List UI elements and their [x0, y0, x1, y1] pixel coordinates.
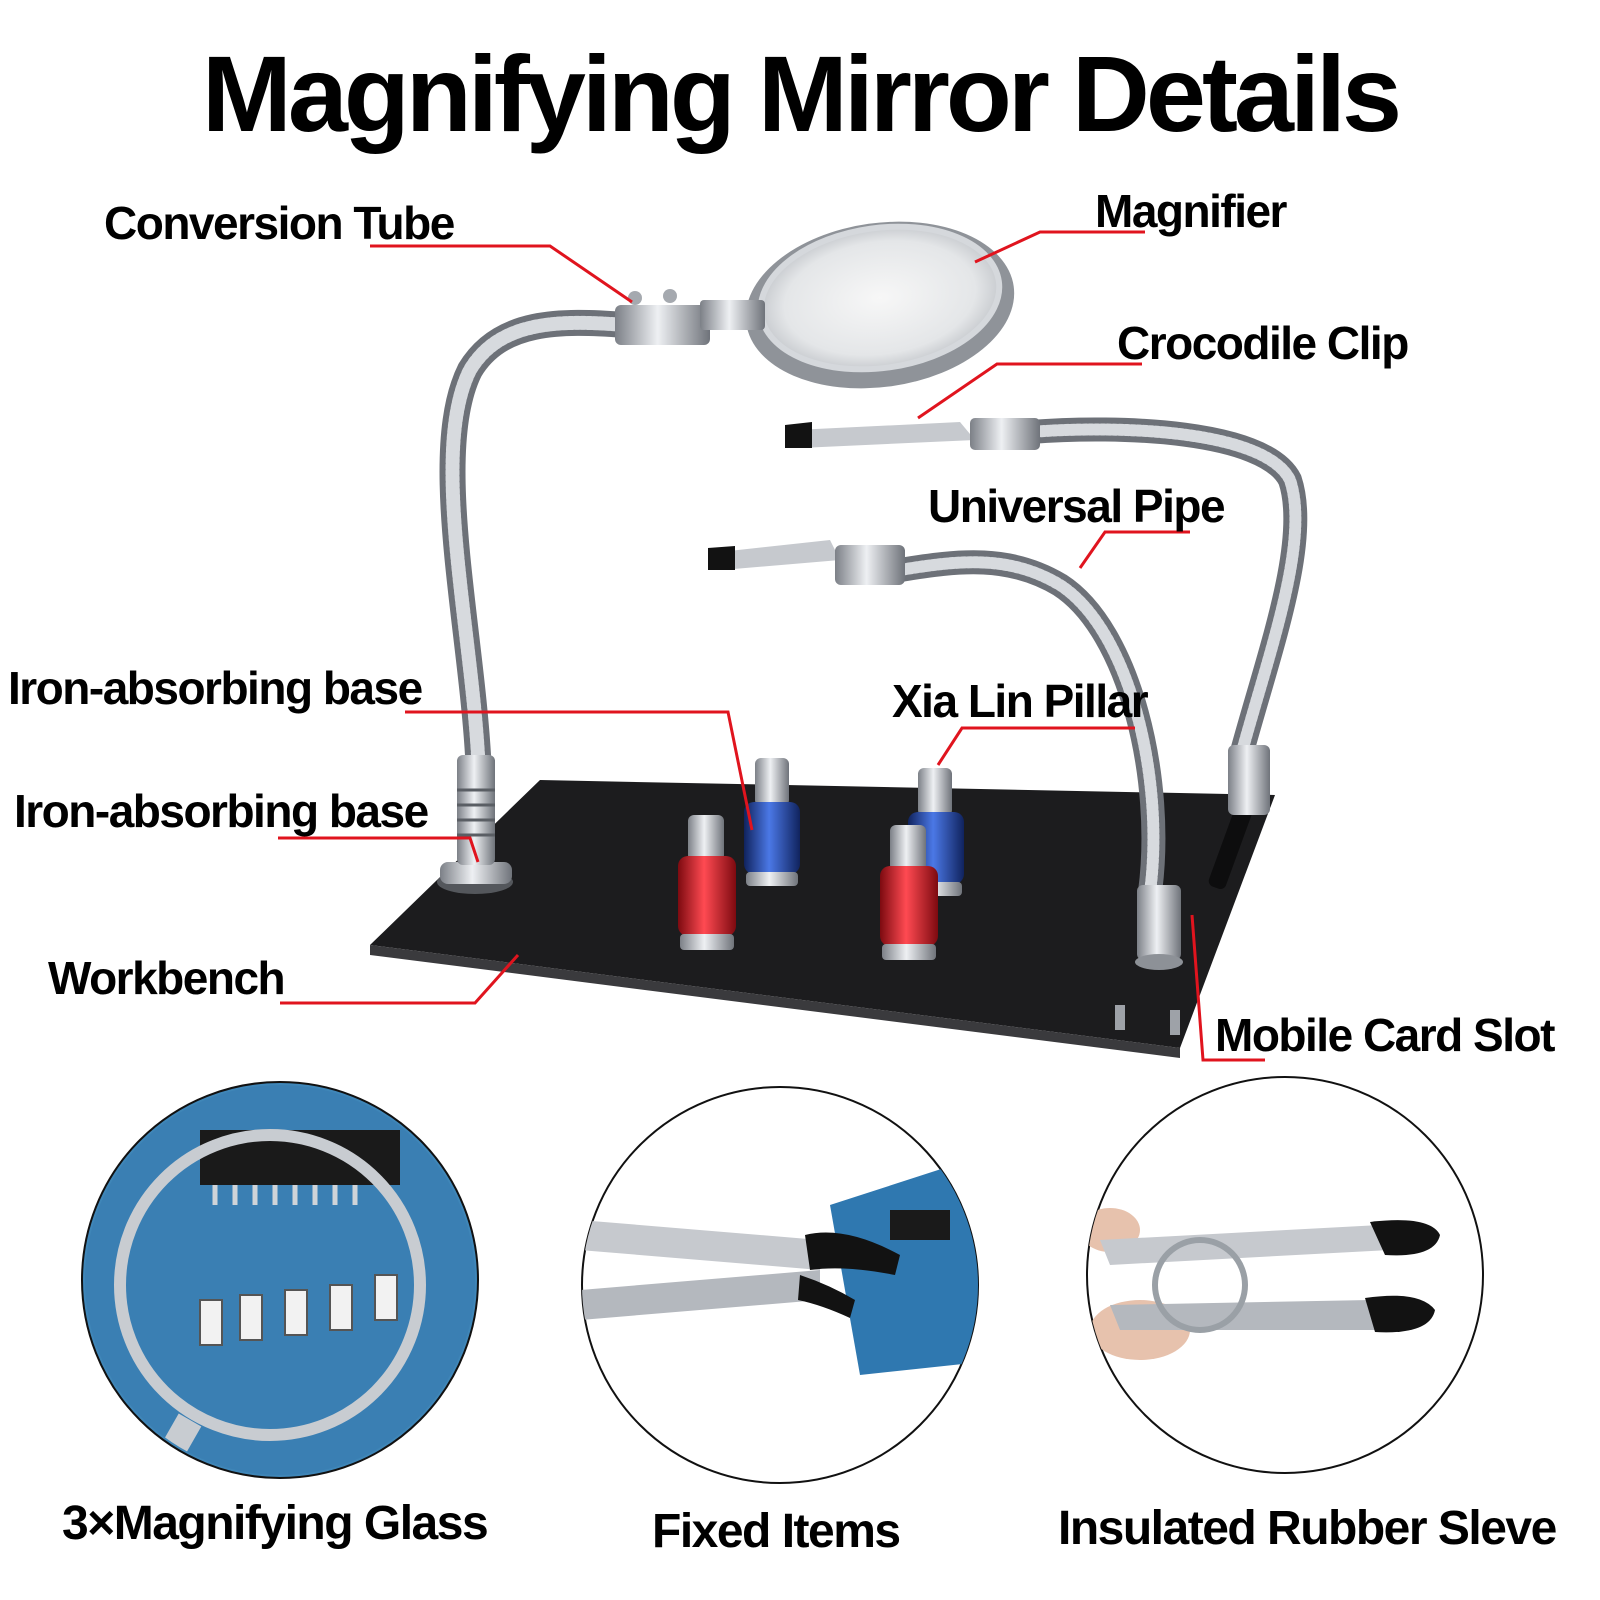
page-title: Magnifying Mirror Details: [201, 33, 1402, 154]
xia-lin-pillars: [678, 758, 964, 960]
label-crocodile-clip: Crocodile Clip: [1117, 317, 1409, 369]
label-conversion-tube: Conversion Tube: [104, 197, 455, 249]
detail-circle-fixed-items: [581, 1086, 979, 1484]
workbench-board: [370, 780, 1275, 1058]
label-iron-absorbing-base-1: Iron-absorbing base: [8, 662, 423, 714]
label-iron-absorbing-base-2: Iron-absorbing base: [14, 785, 429, 837]
callout-lines: [278, 230, 1265, 1062]
magnifier: [615, 221, 1015, 389]
label-universal-pipe: Universal Pipe: [928, 480, 1226, 532]
crocodile-clips: [708, 418, 1040, 585]
gooseneck-arms: [439, 309, 1308, 904]
label-mobile-card-slot: Mobile Card Slot: [1215, 1009, 1555, 1061]
caption-fixed-items: Fixed Items: [652, 1505, 901, 1558]
label-xia-lin-pillar: Xia Lin Pillar: [892, 675, 1149, 727]
caption-rubber-sleeve: Insulated Rubber Sleve: [1058, 1502, 1557, 1555]
label-magnifier: Magnifier: [1095, 185, 1287, 237]
detail-circle-rubber-sleeve: [1086, 1076, 1484, 1474]
detail-circle-magnifying-glass: [81, 1081, 479, 1479]
caption-magnifying-glass: 3×Magnifying Glass: [62, 1497, 489, 1550]
label-workbench: Workbench: [48, 952, 286, 1004]
